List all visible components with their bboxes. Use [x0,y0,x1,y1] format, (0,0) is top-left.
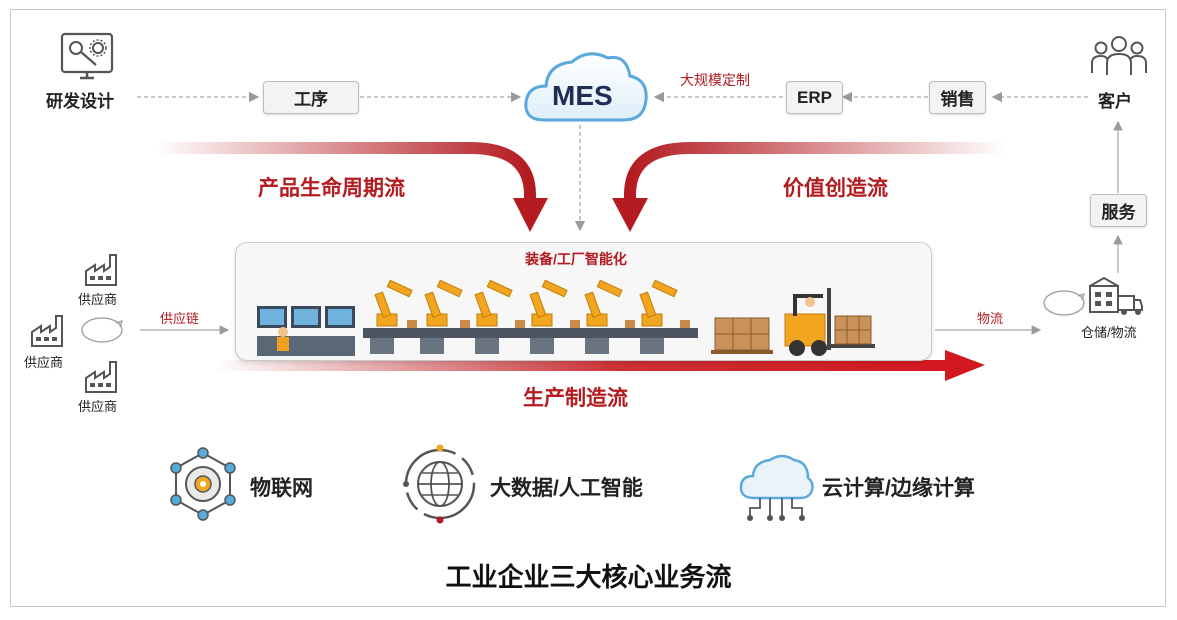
production-flow-label: 生产制造流 [523,387,628,410]
supplier-bottom-label: 供应商 [78,399,118,414]
rd-design-icon [60,32,114,80]
control-station [257,306,355,356]
customer-icon [1091,36,1147,75]
logistics-label: 物流 [977,311,1004,326]
sales-box: 销售 [929,81,986,114]
service-box: 服务 [1090,194,1147,227]
factory-icon-bottom [85,361,117,393]
production-arrow-shaft [215,360,950,371]
tech-label-bigdata-ai: 大数据/人工智能 [490,477,643,500]
mass-custom-label: 大规模定制 [680,72,750,88]
factory-title: 装备/工厂智能化 [525,251,627,267]
lifecycle-arrow-head [513,198,548,232]
cycle-icon-left [81,317,124,343]
tech-label-cloud-edge: 云计算/边缘计算 [822,477,975,500]
factory-icon-top [85,254,117,286]
supply-chain-label: 供应链 [160,311,200,326]
value-arrow-head [612,198,648,232]
factory-illustration [257,279,875,356]
supplier-mid-label: 供应商 [24,355,64,370]
mes-label: MES [552,80,613,111]
process-box: 工序 [263,81,359,114]
product-lifecycle-flow-label: 产品生命周期流 [258,177,405,200]
footer-title: 工业企业三大核心业务流 [445,562,732,592]
mes-cloud-icon [524,52,648,122]
value-arrow [624,142,1005,205]
warehouse-truck-icon [1089,276,1143,315]
lifecycle-arrow [155,142,536,205]
erp-box: ERP [786,81,843,114]
value-creation-flow-label: 价值创造流 [783,177,888,200]
supplier-top-label: 供应商 [78,292,118,307]
tech-label-iot: 物联网 [250,477,313,500]
iot-gear-icon [170,447,236,521]
cycle-icon-right [1043,290,1086,316]
factory-icon-mid [31,315,63,347]
cloud-icon [739,454,814,521]
rd-design-label: 研发设计 [46,92,114,111]
production-arrow-head [945,350,985,381]
forklift [784,288,875,356]
diagram-frame [10,9,1166,607]
customer-label: 客户 [1098,92,1132,111]
globe-icon [403,444,476,524]
warehouse-logistics-label: 仓储/物流 [1081,325,1137,340]
